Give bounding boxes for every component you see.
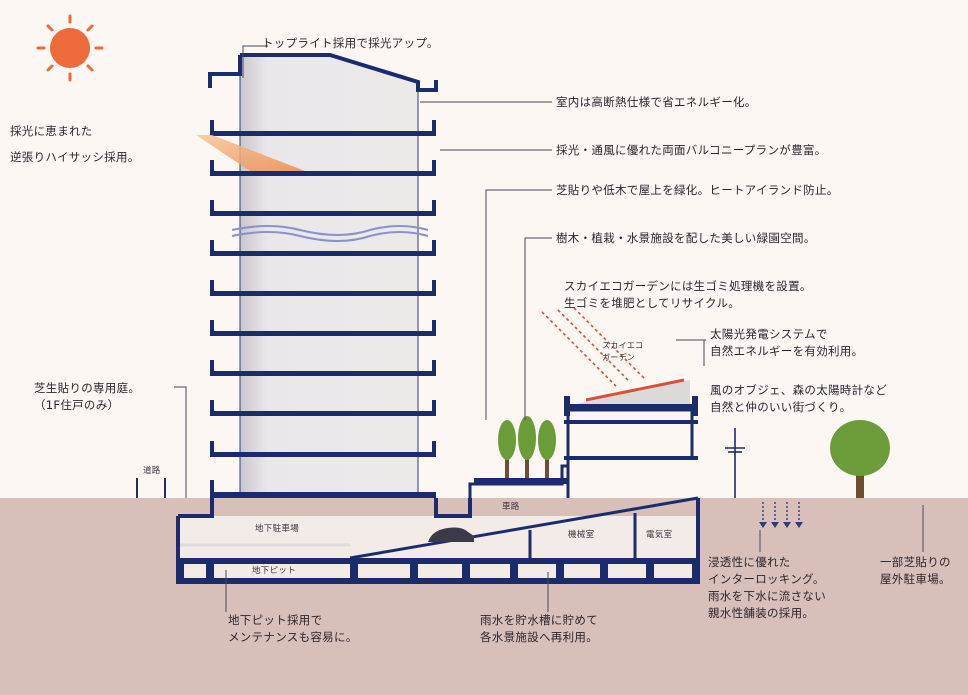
label-electric-room: 電気室 [646,530,673,540]
label-wind-line1: 風のオブジェ、森の太陽時計など [710,383,887,397]
label-road: 道路 [143,466,161,476]
label-private-garden: 芝生貼りの専用庭。 （1F住戸のみ） [34,380,140,414]
label-lawn-parking-line2: 屋外駐車場。 [880,572,951,586]
label-green-space: 樹木・植栽・水景施設を配した美しい緑園空間。 [556,231,816,245]
label-interlocking-line3: 雨水を下水に流さない [708,589,826,603]
label-rainwater-line1: 雨水を貯水槽に貯めて [480,613,598,627]
label-pit-line1: 地下ピット採用で [228,613,323,627]
label-solar-line1: 太陽光発電システムで [710,327,828,341]
label-machine-room: 機械室 [568,530,595,540]
label-rooftop-green: 芝貼りや低木で屋上を緑化。ヒートアイランド防止。 [556,183,839,197]
label-balcony: 採光・通風に優れた両面バルコニープランが豊富。 [556,143,827,157]
label-private-garden-line2: （1F住戸のみ） [34,398,120,412]
label-sky-garden-line2: ガーデン [602,353,636,362]
label-high-sash-line2: 逆張りハイサッシ採用。 [10,150,140,164]
label-sky-garden: スカイエコ ガーデン [602,340,643,364]
solar-panel [585,378,685,402]
wind-object-icon [725,428,745,498]
label-top-light: トップライト採用で採光アップ。 [262,36,439,50]
label-ramp: 車路 [502,502,520,512]
annex-building [468,307,698,498]
label-sky-eco-line2: 生ゴミを堆肥としてリサイクル。 [564,296,741,310]
sunlight-beam [196,135,305,171]
label-high-sash-line1: 採光に恵まれた [10,124,93,138]
label-lawn-parking: 一部芝貼りの 屋外駐車場。 [880,554,951,588]
label-high-sash: 採光に恵まれた 逆張りハイサッシ採用。 [10,118,140,170]
basement [176,496,700,584]
label-solar-line2: 自然エネルギーを有効利用。 [710,344,864,358]
label-sky-garden-line1: スカイエコ [602,341,644,350]
label-solar: 太陽光発電システムで 自然エネルギーを有効利用。 [710,326,863,360]
label-interlocking-line4: 親水性舗装の採用。 [708,606,815,620]
label-wind-line2: 自然と仲のいい街づくり。 [710,400,852,414]
label-rainwater: 雨水を貯水槽に貯めて 各水景施設へ再利用。 [480,612,598,646]
car-icon [428,527,474,542]
label-pit-room: 地下ピット [252,566,297,576]
rain-infiltration-icon [762,502,800,522]
sun-icon [36,14,104,82]
label-pit: 地下ピット採用で メンテナンスも容易に。 [228,612,358,646]
trees-icon [498,416,556,478]
label-interlocking-line2: インターロッキング。 [708,572,825,586]
label-garage: 地下駐車場 [255,524,300,534]
leader-lines [174,45,924,612]
road-post-icon [136,478,166,498]
label-interlocking-line1: 浸透性に優れた [708,555,791,569]
label-wind: 風のオブジェ、森の太陽時計など 自然と仲のいい街づくり。 [710,382,887,416]
label-sky-eco-line1: スカイエコガーデンには生ゴミ処理機を設置。 [564,279,812,293]
label-lawn-parking-line1: 一部芝貼りの [880,555,951,569]
label-sky-eco: スカイエコガーデンには生ゴミ処理機を設置。 生ゴミを堆肥としてリサイクル。 [564,278,812,312]
label-rainwater-line2: 各水景施設へ再利用。 [480,630,598,644]
tower-building [196,53,438,498]
label-private-garden-line1: 芝生貼りの専用庭。 [34,381,141,395]
label-insulation: 室内は高断熱仕様で省エネルギー化。 [556,95,757,109]
large-tree-icon [830,420,890,498]
label-interlocking: 浸透性に優れた インターロッキング。 雨水を下水に流さない 親水性舗装の採用。 [708,554,826,622]
label-pit-line2: メンテナンスも容易に。 [228,630,358,644]
